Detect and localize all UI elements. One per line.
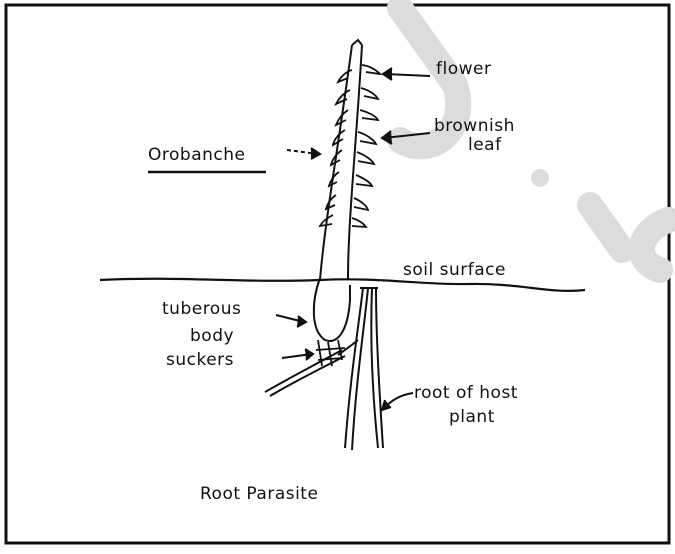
leaves-and-flowers [320,65,380,227]
label-tuberous: tuberous [162,301,241,318]
label-brownish: brownish [434,118,515,135]
label-root-of-host: root of host [414,385,518,402]
watermark-graphic [400,8,668,270]
host-root [338,288,383,450]
frame-border [6,5,669,543]
label-orobanche: Orobanche [148,147,245,164]
label-body: body [190,328,234,345]
soil-surface-line [100,279,585,291]
tuberous-body [314,278,350,341]
label-plant: plant [449,409,495,426]
label-suckers: suckers [166,352,234,369]
caption-root-parasite: Root Parasite [200,486,318,503]
lateral-root [265,350,345,396]
label-arrows [276,68,430,410]
label-leaf: leaf [468,137,502,154]
label-flower: flower [436,61,491,78]
label-soil-surface: soil surface [403,262,506,279]
